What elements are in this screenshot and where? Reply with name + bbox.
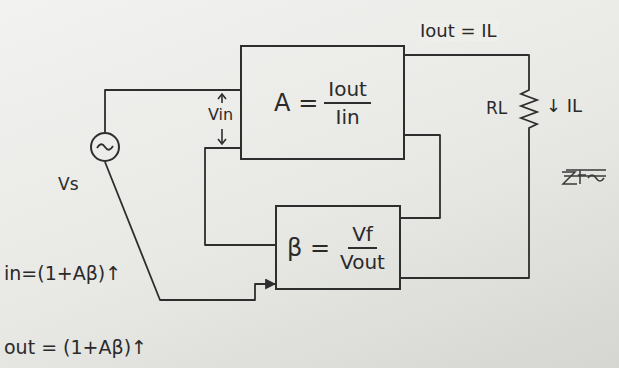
load-resistor: RL — [518, 84, 540, 132]
wire — [401, 132, 529, 278]
formula: β =VfVout — [287, 222, 389, 274]
component-name: Vs — [58, 174, 79, 194]
amplifier-box: A =IoutIin — [240, 45, 405, 160]
wire — [205, 148, 275, 245]
formula-lead: β = — [287, 234, 330, 262]
numerator: Iout — [324, 77, 371, 104]
crossed-scribble — [562, 170, 606, 184]
ac-source: Vs — [90, 132, 120, 162]
fraction: IoutIin — [324, 77, 371, 129]
resistance-note: in=(1+Aβ)↑ — [4, 262, 121, 284]
formula-lead: A = — [274, 89, 318, 117]
resistance-note: out = (1+Aβ)↑ — [4, 336, 147, 358]
wire — [105, 162, 275, 300]
resistor-symbol — [518, 84, 540, 132]
signal-name: Vin — [208, 105, 233, 124]
fraction: VfVout — [336, 222, 389, 274]
source-symbol — [90, 132, 120, 162]
component-name: RL — [486, 98, 507, 118]
current-label: Iout = IL — [418, 20, 499, 41]
wire — [405, 55, 529, 84]
denominator: Vout — [336, 249, 389, 274]
current-label: ↓ IL — [546, 95, 582, 116]
denominator: Iin — [332, 104, 364, 129]
wire — [105, 90, 240, 132]
wire — [401, 135, 440, 218]
numerator: Vf — [348, 222, 377, 249]
feedback-box: β =VfVout — [275, 205, 401, 290]
formula: A =IoutIin — [274, 77, 371, 129]
